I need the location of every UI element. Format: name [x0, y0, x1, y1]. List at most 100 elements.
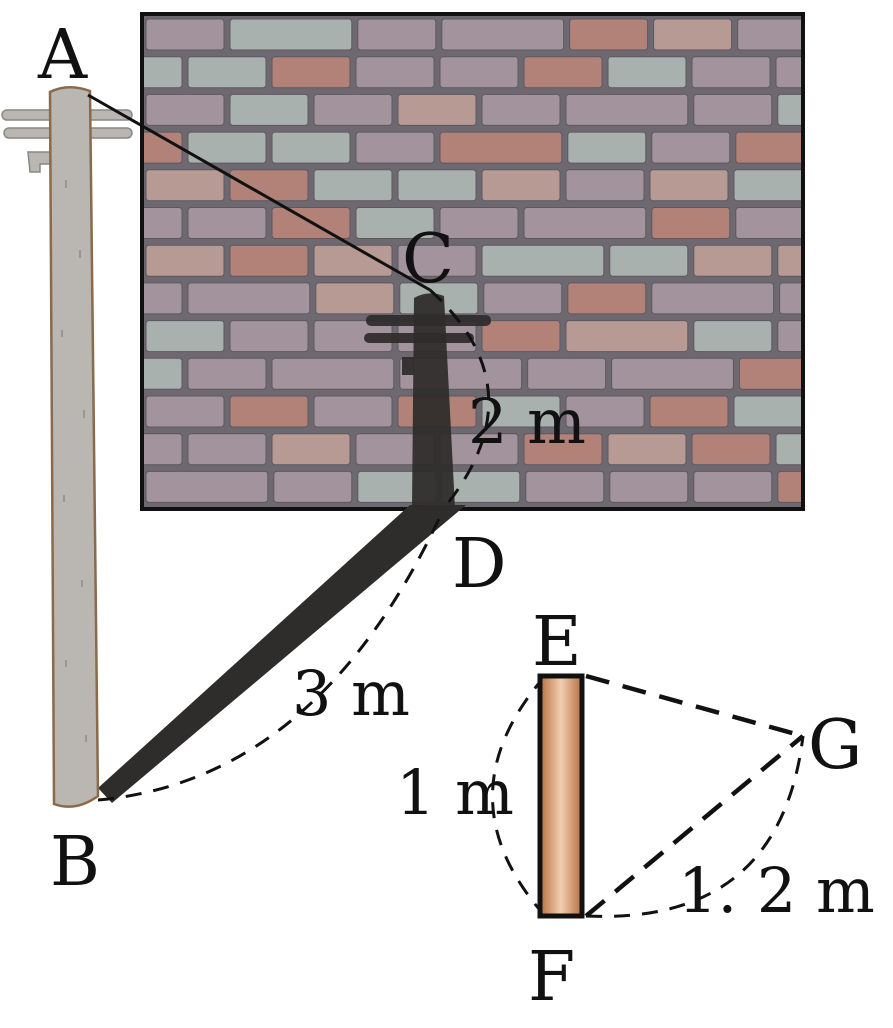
brick	[481, 395, 561, 428]
brick	[229, 395, 309, 428]
brick	[693, 244, 773, 277]
brick	[523, 433, 603, 466]
brick	[271, 56, 351, 89]
brick	[569, 18, 649, 51]
brick	[733, 395, 803, 428]
measure-cd-label: 2 m	[468, 385, 586, 458]
brick	[397, 93, 477, 126]
brick	[273, 508, 349, 509]
measure-fg-label: 1. 2 m	[678, 854, 875, 927]
brick	[775, 56, 803, 89]
point-a-label: A	[37, 16, 88, 95]
brick	[693, 508, 803, 509]
brick	[693, 470, 773, 503]
brick	[481, 93, 561, 126]
brick	[481, 320, 561, 353]
brick	[651, 131, 731, 164]
brick-wall	[140, 12, 805, 511]
brick	[483, 282, 563, 315]
brick	[609, 508, 685, 509]
brick	[229, 18, 353, 51]
brick	[525, 508, 601, 509]
brick	[355, 131, 435, 164]
brick	[229, 93, 309, 126]
brick	[187, 131, 267, 164]
brick	[565, 395, 645, 428]
measure-ef-label: 1 m	[396, 756, 514, 829]
brick	[142, 508, 181, 509]
brick	[735, 131, 803, 164]
brick	[651, 207, 731, 239]
brick	[439, 131, 563, 164]
brick	[313, 169, 393, 202]
brick	[609, 244, 689, 277]
brick	[187, 207, 267, 239]
dimension-arcs	[97, 288, 805, 918]
brick	[567, 131, 647, 164]
brick	[145, 169, 225, 202]
brick	[313, 93, 393, 126]
brick	[567, 282, 647, 315]
point-f-label: F	[528, 938, 575, 1017]
wall-shadow-crossarm-upper	[366, 315, 491, 326]
brick	[777, 320, 803, 353]
brick	[481, 244, 605, 277]
brick	[733, 169, 803, 202]
brick	[439, 56, 519, 89]
brick	[315, 282, 395, 315]
ground-shadow	[98, 505, 466, 803]
brick	[607, 56, 687, 89]
brick	[649, 169, 729, 202]
brick	[313, 395, 393, 428]
brick	[397, 244, 477, 277]
point-g-label: G	[808, 706, 862, 785]
brick	[651, 282, 775, 315]
brick	[649, 395, 729, 428]
brick	[609, 470, 689, 503]
brick	[481, 169, 561, 202]
wall-frame	[140, 12, 805, 511]
brick	[145, 18, 225, 51]
brick	[653, 18, 733, 51]
point-d-label: D	[452, 525, 507, 604]
arc-bd	[97, 507, 446, 802]
brick	[187, 357, 267, 390]
pole-body	[48, 86, 100, 808]
brick	[565, 169, 645, 202]
brick	[738, 357, 803, 390]
brick	[189, 508, 265, 509]
brick	[777, 93, 803, 126]
brick	[691, 56, 771, 89]
brick	[229, 244, 309, 277]
arc-cd	[428, 288, 491, 509]
wall-shadow	[364, 293, 491, 511]
wall-shadow-peg	[402, 357, 414, 375]
measurement-labels: 2 m 3 m 1 m 1. 2 m	[292, 385, 875, 927]
brick	[775, 433, 803, 466]
brick	[187, 433, 267, 466]
brick	[693, 320, 773, 353]
brick	[273, 470, 353, 503]
brick	[607, 433, 687, 466]
brick	[523, 207, 647, 239]
measuring-stick	[537, 673, 585, 919]
point-c-label: C	[402, 220, 454, 299]
brick	[355, 56, 435, 89]
brick	[777, 470, 803, 503]
brick	[735, 207, 803, 239]
ray-e-to-g	[585, 673, 804, 739]
brick	[145, 395, 225, 428]
brick	[565, 320, 689, 353]
point-e-label: E	[532, 603, 582, 682]
brick	[397, 169, 477, 202]
point-labels: A B C D E F G	[37, 16, 862, 1017]
brick	[145, 244, 225, 277]
brick	[611, 357, 734, 390]
brick	[271, 433, 351, 466]
brick	[565, 93, 689, 126]
brick	[523, 56, 603, 89]
brick	[187, 56, 267, 89]
pole-peg	[27, 151, 51, 173]
